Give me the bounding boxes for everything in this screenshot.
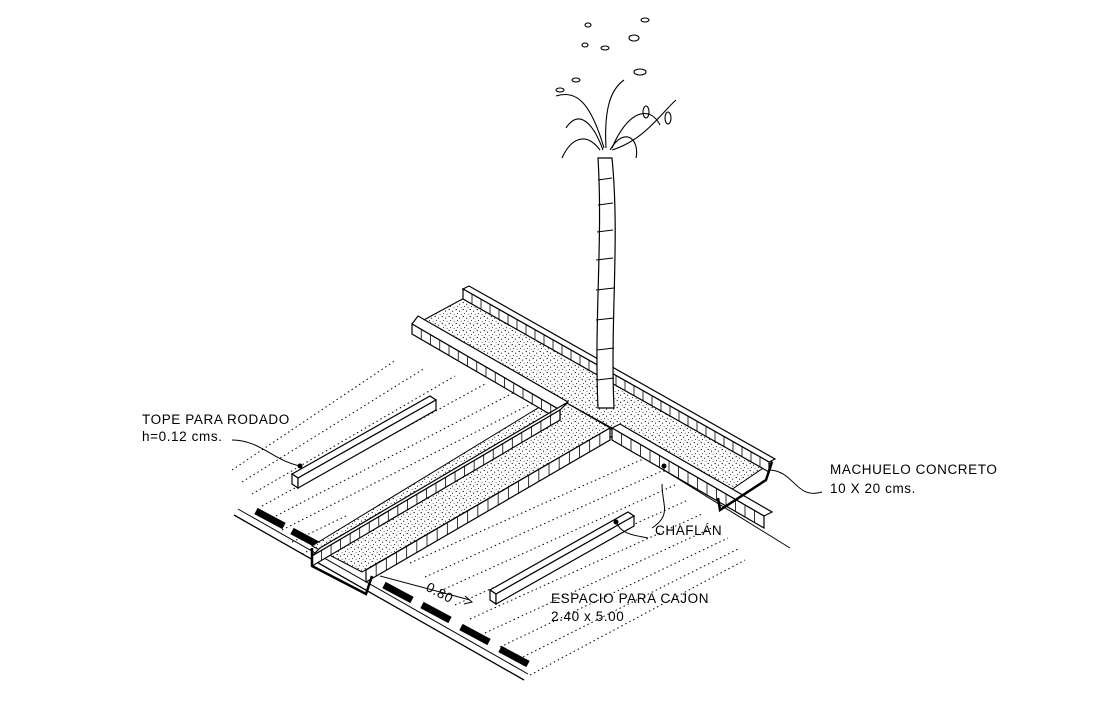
machuelo-label-line2: 10 X 20 cms. <box>830 481 916 496</box>
curb-ticks <box>309 294 761 598</box>
tope-label-line1: TOPE PARA RODADO <box>142 412 290 427</box>
tope-label-line2: h=0.12 cms. <box>142 429 223 444</box>
espacio-label-line2: 2.40 x 5.00 <box>551 609 624 624</box>
espacio-label-line1: ESPACIO PARA CAJON <box>551 591 709 606</box>
machuelo-label-line1: MACHUELO CONCRETO <box>830 462 997 477</box>
dimension-label: 0.80 <box>424 579 456 606</box>
wheel-stops <box>290 395 636 606</box>
road-edge-dashes <box>233 507 530 681</box>
leader-lines <box>231 439 823 605</box>
palm-tree <box>555 17 677 409</box>
curb-end-profiles <box>310 461 774 596</box>
chaflan-label: CHAFLÁN <box>655 523 722 538</box>
